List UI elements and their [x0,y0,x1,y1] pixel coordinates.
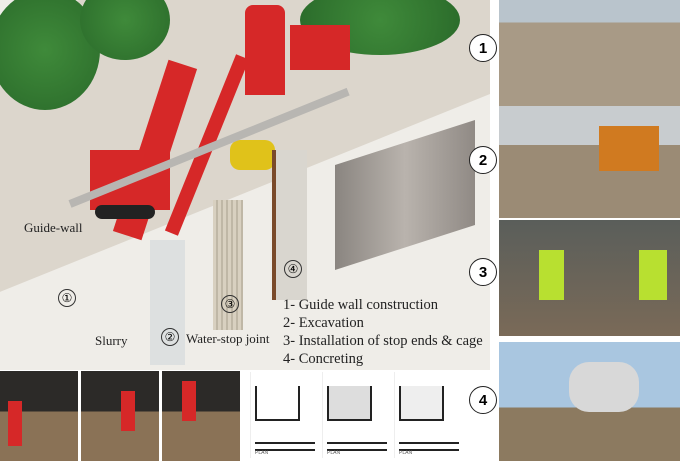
plan-label: PLAN [255,450,269,456]
step-4: 4- Concreting [283,351,364,367]
silos [245,5,285,95]
marker-1: ① [58,289,76,307]
section-diagram-2: PLAN [322,372,392,458]
plan-label: PLAN [327,450,341,456]
photo-marker-4: 4 [469,386,497,414]
water-stop-joint-label: Water-stop joint [186,331,270,346]
photo-excavation [499,106,680,218]
photo-marker-1: 1 [469,34,497,62]
step-list: 1- Guide wall construction 2- Excavation… [283,296,483,368]
crawler-tracks [95,205,155,219]
photo-cage-installation [499,220,680,336]
photo-marker-2: 2 [469,146,497,174]
slurry-label: Slurry [95,333,128,348]
step-2: 2- Excavation [283,315,364,331]
guide-wall-label: Guide-wall [24,220,83,235]
plan-label: PLAN [399,450,413,456]
render-excavation-1 [0,371,78,461]
photo-concreting [499,342,680,461]
step-1: 1- Guide wall construction [283,297,439,313]
marker-2: ② [161,328,179,346]
slurry-trench [150,240,185,365]
slurry-plant [290,25,350,70]
marker-3: ③ [221,295,239,313]
marker-4: ④ [284,260,302,278]
section-diagram-3: PLAN [394,372,464,458]
photo-guide-wall [499,0,680,112]
render-excavation-3 [162,371,240,461]
diaphragm-wall-illustration: Guide-wall Slurry Water-stop joint ① ② ③… [0,0,490,370]
step-3: 3- Installation of stop ends & cage [283,333,483,349]
section-diagram-1: PLAN [250,372,320,458]
photo-marker-3: 3 [469,258,497,286]
render-excavation-2 [81,371,159,461]
concrete-mixer-truck [230,140,275,170]
